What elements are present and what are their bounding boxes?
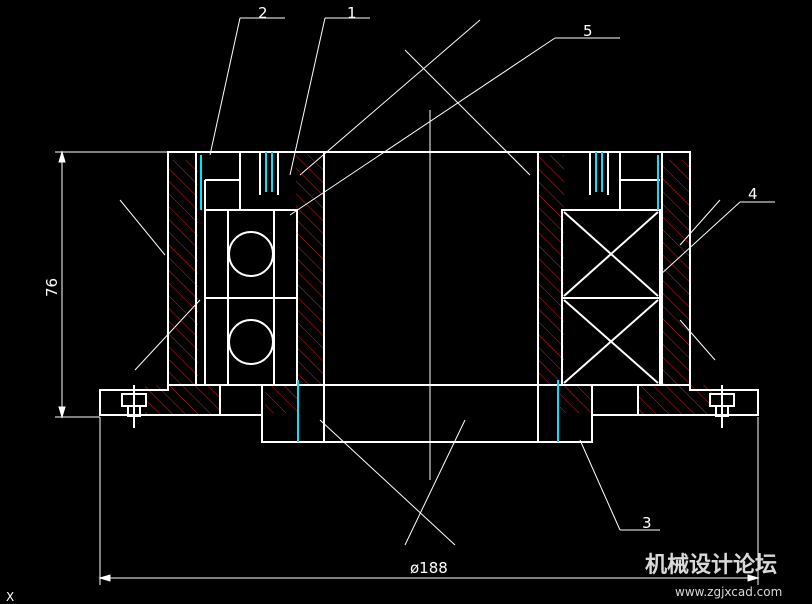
dimension-height-text: 76: [43, 278, 61, 297]
ucs-x-marker: X: [6, 590, 14, 604]
center-lines: [119, 19, 721, 546]
dimension-diameter-text: ø188: [410, 559, 448, 577]
label-1: 1: [347, 4, 357, 22]
hatch-right: [538, 155, 713, 415]
dimension-diameter: [98, 417, 760, 585]
cyan-accents: [200, 152, 659, 442]
leader-lines: [209, 17, 775, 531]
label-3: 3: [642, 514, 652, 532]
bolt-left: [121, 385, 147, 428]
label-2: 2: [258, 4, 268, 22]
bolt-right: [709, 385, 735, 428]
hatch-left: [145, 155, 324, 415]
label-5: 5: [583, 22, 593, 40]
part-labels: 1 2 3 4 5: [258, 4, 758, 532]
watermark-title: 机械设计论坛: [645, 552, 777, 578]
dimension-height: [55, 150, 168, 419]
right-roller-bearings: [561, 152, 661, 386]
watermark-url: www.zgjxcad.com: [675, 585, 782, 599]
left-ball-bearings: [204, 152, 298, 386]
label-4: 4: [748, 185, 758, 203]
